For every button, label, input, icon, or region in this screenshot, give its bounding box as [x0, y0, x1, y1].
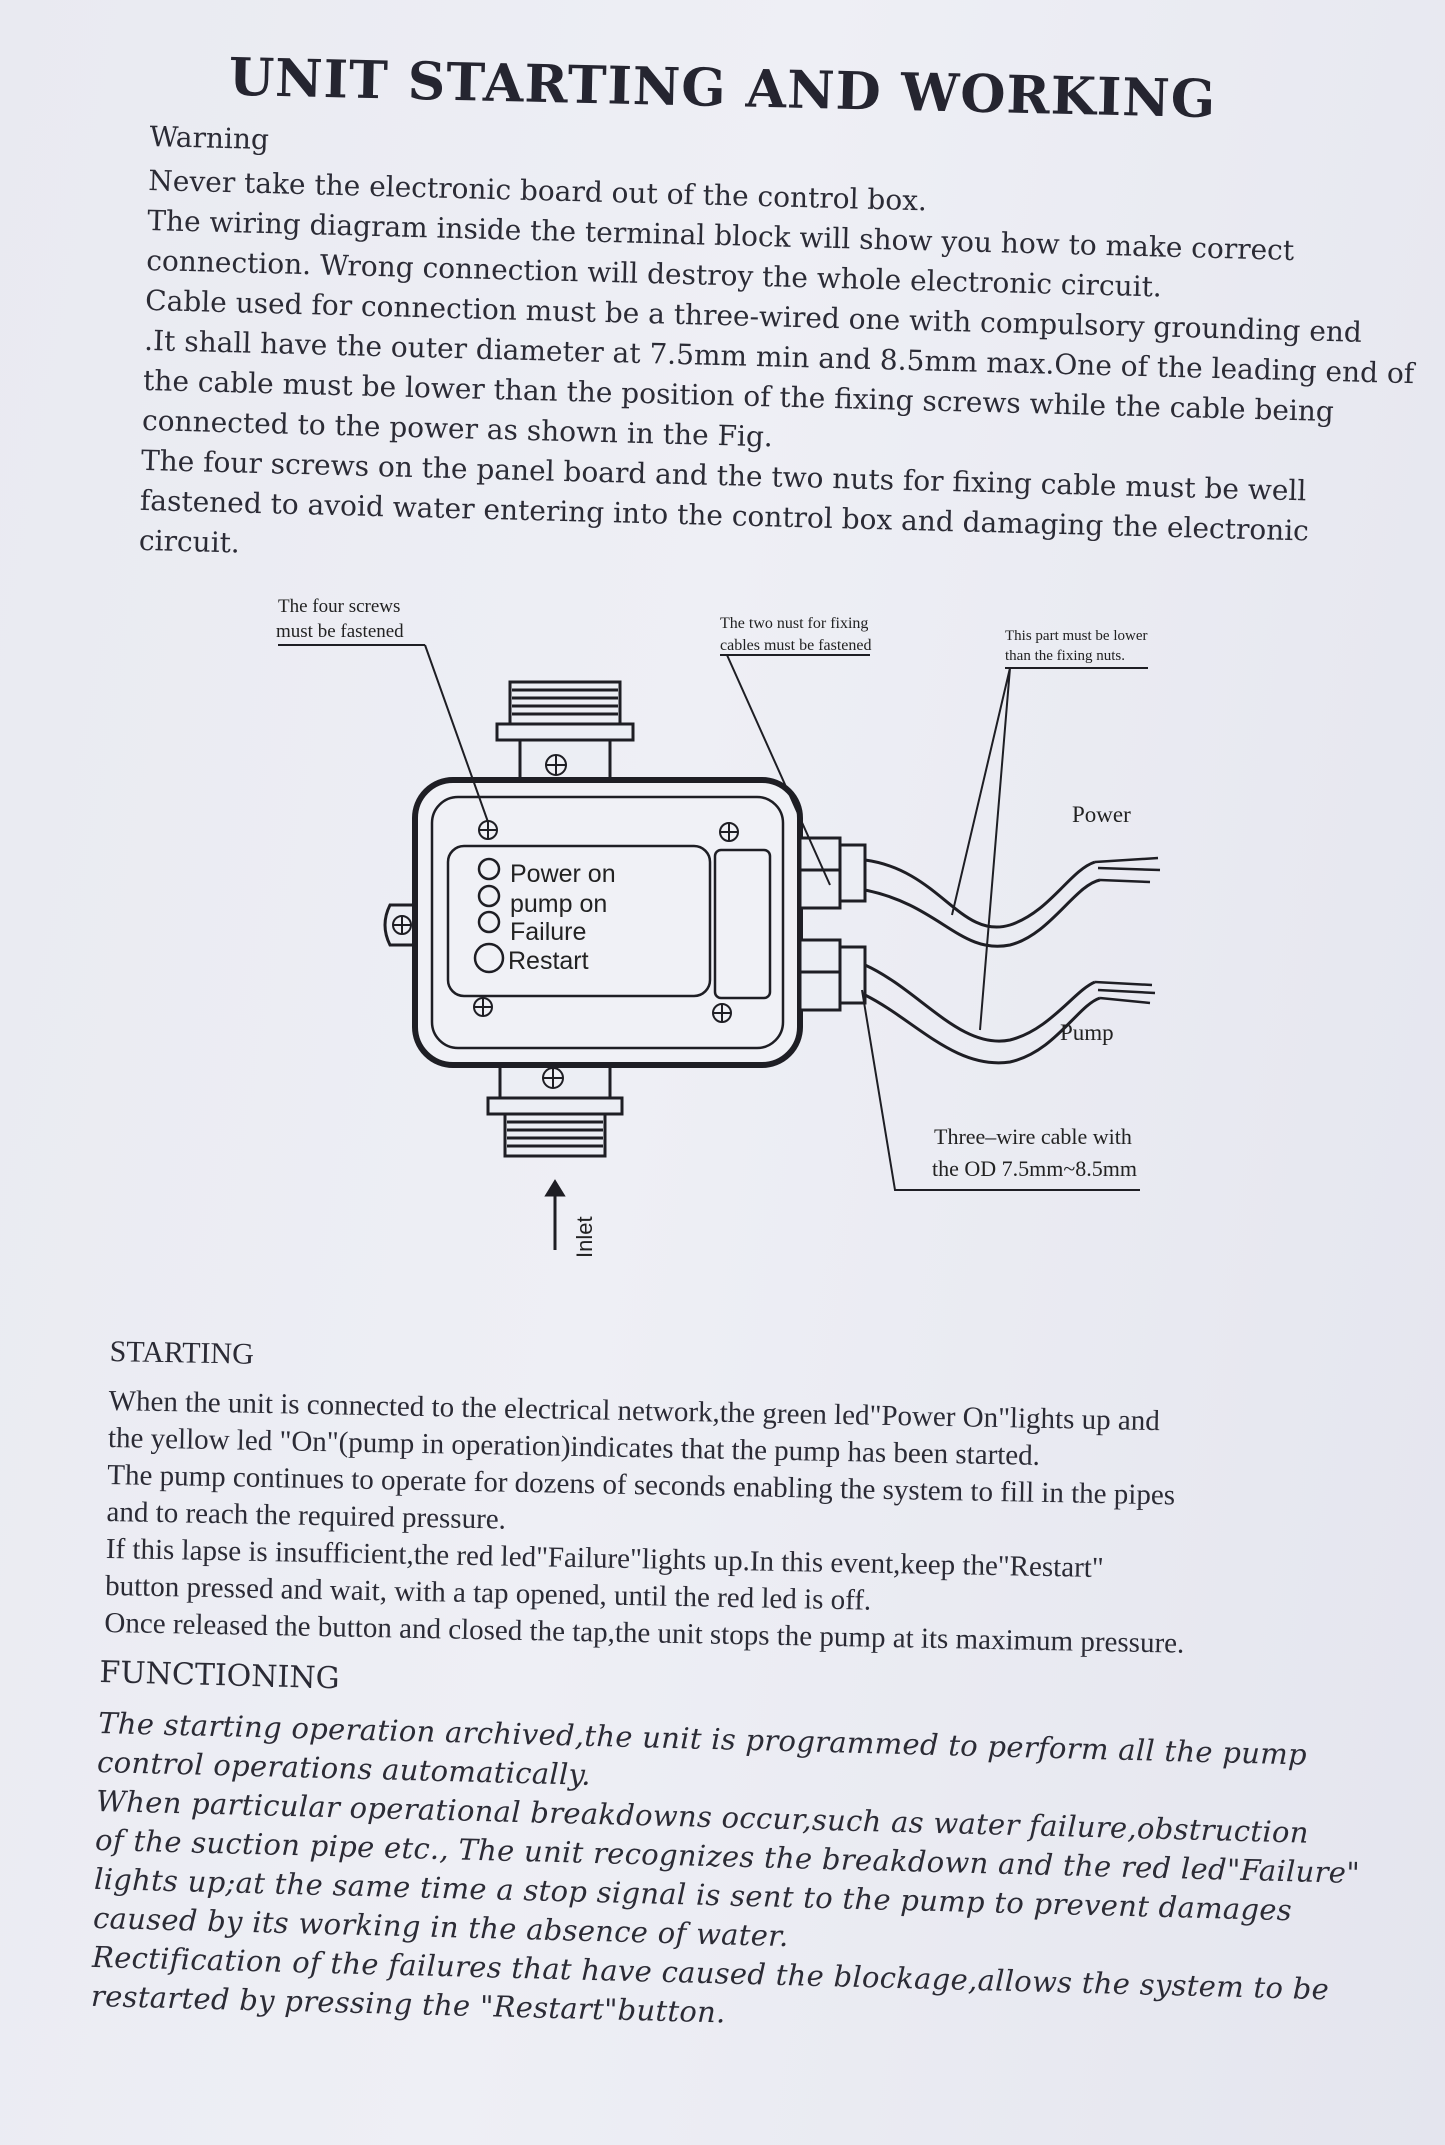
pump-cable [864, 963, 1096, 1043]
wiring-diagram: Power on pump on Failure Restart The fou… [276, 596, 1161, 1258]
cable-gland-power [798, 836, 867, 910]
led-pump-icon [477, 884, 501, 908]
callout-lower: than the fixing nuts. [1005, 648, 1125, 664]
callout-screws: The four screws [278, 596, 400, 617]
pump-label: Pump [1060, 1020, 1114, 1045]
callout-nuts: The two nust for fixing [720, 615, 868, 632]
led-panel [446, 844, 712, 998]
led-label: pump on [510, 890, 607, 918]
restart-button-icon [473, 942, 505, 974]
screw-icon [473, 997, 493, 1017]
screw-icon [719, 822, 739, 842]
cable-gland-pump [798, 938, 867, 1012]
screw-icon [392, 915, 412, 935]
led-label: Restart [508, 947, 589, 975]
callout-nuts: cables must be fastened [720, 637, 872, 654]
warning-section: Warning Never take the electronic board … [138, 120, 1415, 593]
starting-section: STARTING When the unit is connected to t… [104, 1335, 1370, 1666]
screw-icon [478, 820, 498, 840]
callout-screws: must be fastened [276, 621, 404, 642]
led-label: Failure [510, 918, 586, 946]
terminal-window [713, 848, 772, 1000]
callout-lower: This part must be lower [1005, 628, 1147, 644]
inlet-label: Inlet [572, 1216, 597, 1258]
control-box [412, 777, 803, 1068]
cable-note: Three–wire cable with [934, 1124, 1132, 1149]
power-cable [864, 858, 1096, 929]
led-label: Power on [510, 860, 616, 888]
power-label: Power [1072, 802, 1131, 827]
led-power-icon [477, 857, 501, 881]
top-fitting [495, 680, 635, 784]
screw-icon [542, 1067, 564, 1089]
screw-icon [712, 1003, 732, 1023]
screw-icon [545, 754, 567, 776]
led-failure-icon [477, 910, 501, 934]
functioning-section: FUNCTIONING The starting operation archi… [91, 1655, 1361, 2049]
cable-note: the OD 7.5mm~8.5mm [932, 1156, 1137, 1181]
